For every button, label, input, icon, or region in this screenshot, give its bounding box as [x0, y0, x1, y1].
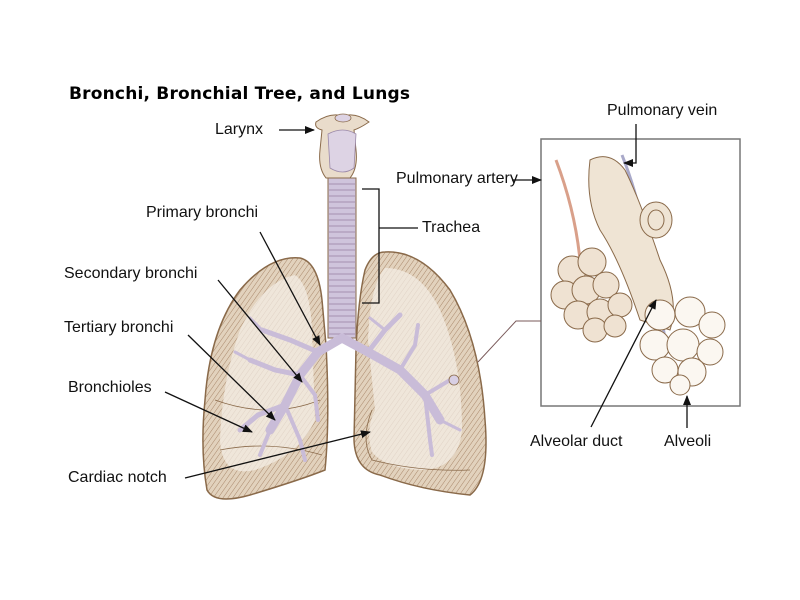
left-lung-icon [353, 251, 487, 496]
label-trachea: Trachea [422, 219, 481, 236]
label-secondary-bronchi: Secondary bronchi [64, 265, 198, 282]
label-primary-bronchi: Primary bronchi [146, 204, 259, 221]
label-bronchioles: Bronchioles [68, 379, 152, 396]
label-alveolar-duct: Alveolar duct [530, 433, 623, 450]
label-alveoli: Alveoli [664, 433, 712, 450]
label-pulmonary-artery: Pulmonary artery [396, 170, 518, 187]
alveolar-sac-marker-icon [448, 374, 460, 386]
alveoli-inset-illustration [550, 154, 726, 396]
leader-lines [164, 124, 691, 479]
larynx-icon [315, 113, 370, 179]
inset-connector-line [477, 320, 541, 363]
label-cardiac-notch: Cardiac notch [68, 469, 167, 486]
label-tertiary-bronchi: Tertiary bronchi [64, 319, 174, 336]
inset-border [540, 138, 741, 407]
trachea-icon [327, 177, 357, 339]
label-pulmonary-vein: Pulmonary vein [607, 102, 718, 119]
label-larynx: Larynx [215, 121, 264, 138]
right-lung-icon [202, 257, 329, 500]
diagram-title: Bronchi, Bronchial Tree, and Lungs [69, 84, 411, 104]
